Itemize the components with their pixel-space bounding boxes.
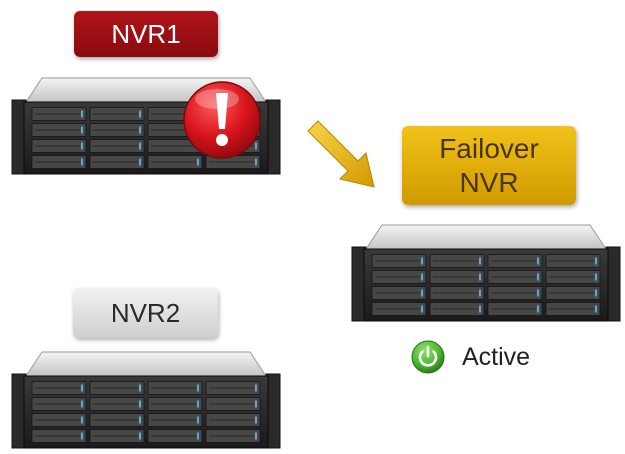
failover-nvr-label: Failover NVR — [402, 126, 576, 205]
active-status: Active — [410, 339, 530, 375]
failover-label-line1: Failover — [439, 132, 539, 164]
failover-arrow — [307, 120, 375, 188]
failover-label-line2: NVR — [459, 166, 519, 198]
nvr2-label-text: NVR2 — [110, 297, 181, 328]
nvr1-label-text: NVR1 — [111, 18, 181, 49]
power-icon — [411, 340, 445, 374]
nvr2-server — [11, 351, 281, 449]
nvr2-label: NVR2 — [73, 288, 218, 338]
nvr1-label: NVR1 — [74, 11, 218, 57]
failover-nvr-server — [351, 224, 621, 322]
active-status-label: Active — [462, 342, 531, 371]
alert-exclamation-icon — [183, 81, 261, 159]
